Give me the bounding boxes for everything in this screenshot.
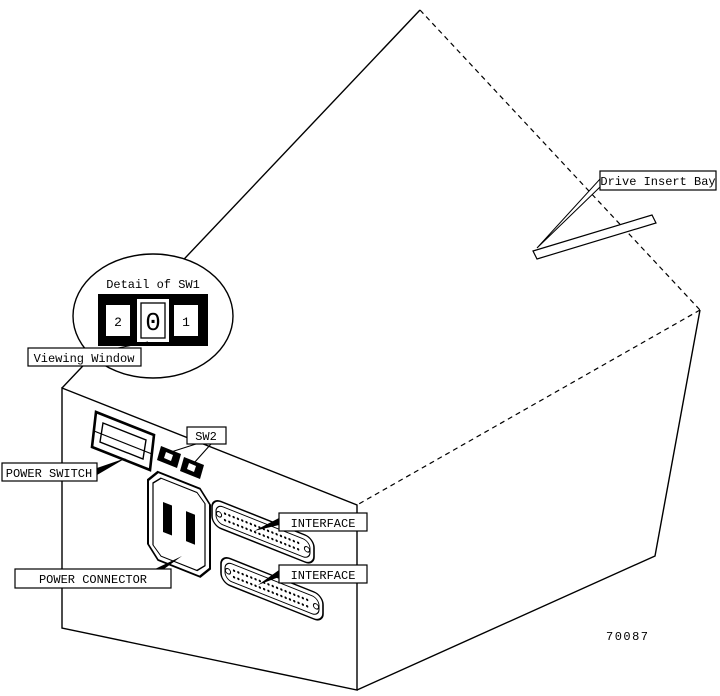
power-connector-inner <box>152 477 206 572</box>
sw1-detail-group: Detail of SW1 2 0 1 Viewing Window <box>27 253 234 379</box>
sw1-digit-left: 2 <box>114 315 122 330</box>
power-connector-outline <box>147 470 211 578</box>
power-switch-divider <box>93 430 153 455</box>
callout-sw2-label: SW2 <box>195 430 217 444</box>
interface-bottom-callout: INTERFACE <box>258 564 368 585</box>
interface-bottom-pins-row2 <box>232 575 312 609</box>
drive-insert-bay-group: Drive Insert Bay <box>532 170 717 260</box>
power-connector-pin-left <box>163 501 172 536</box>
callout-power-connector-box <box>14 568 172 589</box>
sw1-window-left <box>106 305 130 336</box>
sw1-digit-center: 0 <box>145 308 161 338</box>
sw1-detail-title: Detail of SW1 <box>106 278 200 292</box>
interface-top-outline <box>211 500 315 564</box>
sw2-switch-1-actuator <box>164 452 173 461</box>
power-switch-rocker <box>99 422 147 460</box>
sw1-window-right <box>174 305 198 336</box>
callout-interface-top-label: INTERFACE <box>291 517 356 531</box>
right-face-edges <box>356 309 701 691</box>
figure-number: 70087 <box>606 630 650 644</box>
interface-bottom-leader <box>258 570 279 585</box>
sw2-group: SW2 <box>157 426 227 479</box>
sw2-leader-1 <box>170 443 197 453</box>
callout-drive-insert-bay-box <box>599 170 717 191</box>
sw2-switch-2-actuator <box>187 463 196 472</box>
power-switch <box>90 410 156 472</box>
sw1-digit-right: 1 <box>182 315 190 330</box>
interface-bottom-hole-right <box>312 602 320 610</box>
interface-top-leader <box>254 518 279 531</box>
callout-interface-top-box <box>278 512 368 532</box>
interface-top-hole-left <box>215 510 223 518</box>
sw1-viewing-window <box>137 299 169 342</box>
top-front-right-edge-dashed <box>356 309 701 506</box>
sw2-leader-2 <box>193 443 212 464</box>
interface-bottom-pins-row1 <box>232 569 312 603</box>
interface-top-hole-right <box>303 545 311 553</box>
power-connector-leader <box>155 556 182 569</box>
top-face <box>62 10 700 505</box>
callout-drive-insert-bay-label: Drive Insert Bay <box>600 175 715 189</box>
callout-sw2-box <box>186 426 227 445</box>
callout-viewing-window-box <box>27 347 142 367</box>
sw1-viewing-window-frame <box>140 302 166 339</box>
viewing-window-leader <box>117 341 149 349</box>
right-face <box>357 310 700 690</box>
drive-bay-slot <box>532 214 657 260</box>
callout-power-switch-label: POWER SWITCH <box>6 467 92 481</box>
callout-viewing-window-label: Viewing Window <box>34 352 136 366</box>
callout-interface-bottom-box <box>278 564 368 584</box>
callout-power-switch-box <box>1 462 98 482</box>
interface-top-pins-row2 <box>223 518 303 552</box>
interface-top-callout: INTERFACE <box>254 512 368 532</box>
callout-power-connector-label: POWER CONNECTOR <box>39 573 147 587</box>
power-switch-group: POWER SWITCH <box>1 410 156 482</box>
power-connector <box>147 470 211 578</box>
callout-interface-bottom-label: INTERFACE <box>291 569 356 583</box>
power-connector-callout: POWER CONNECTOR <box>14 556 182 589</box>
power-connector-pin-right <box>186 511 195 545</box>
interface-bottom-hole-left <box>224 567 232 575</box>
power-switch-leader <box>97 458 126 475</box>
